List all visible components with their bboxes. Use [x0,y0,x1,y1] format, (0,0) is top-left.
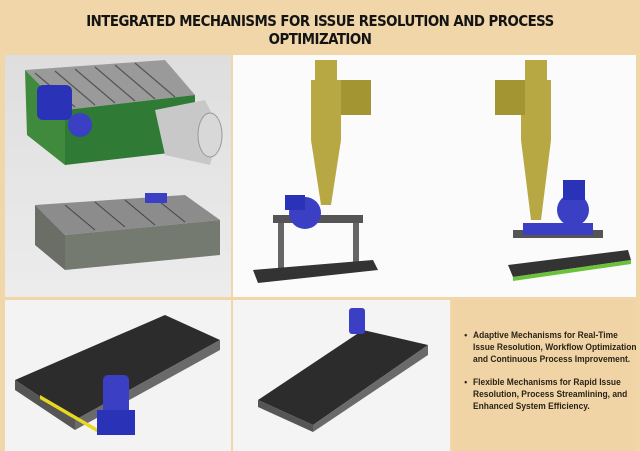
image-cyclone-separators [233,55,636,297]
text-box: Adaptive Mechanisms for Real-Time Issue … [453,300,636,451]
image-belt-conveyor-2 [233,300,450,451]
bullet-item: Adaptive Mechanisms for Real-Time Issue … [464,330,636,366]
image-shredder-machines [5,55,231,297]
image-belt-conveyor-1 [5,300,231,451]
page-title: INTEGRATED MECHANISMS FOR ISSUE RESOLUTI… [86,12,554,48]
bullet-list: Adaptive Mechanisms for Real-Time Issue … [453,330,636,424]
bullet-item: Flexible Mechanisms for Rapid Issue Reso… [464,377,636,413]
